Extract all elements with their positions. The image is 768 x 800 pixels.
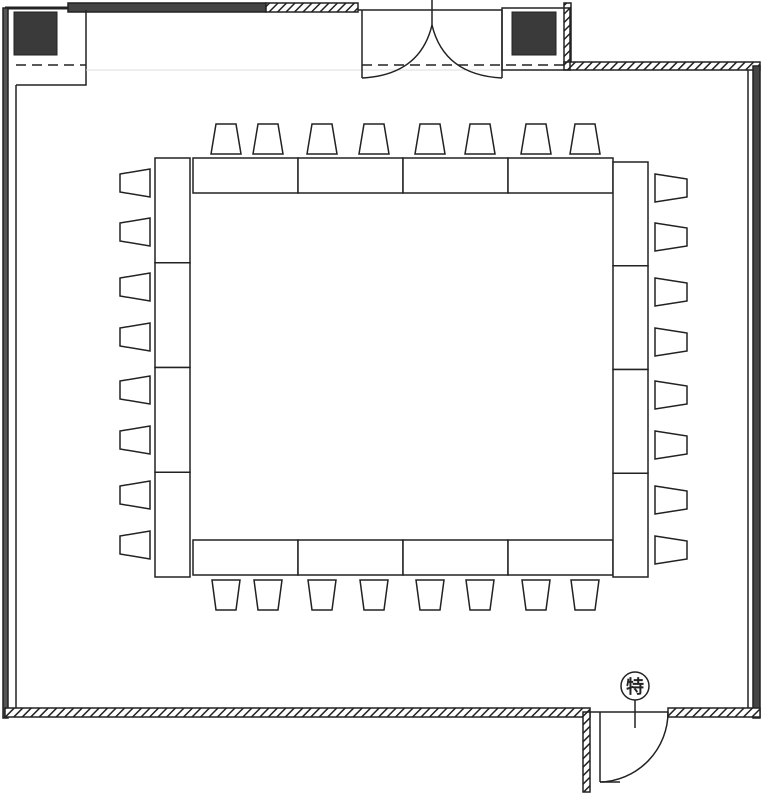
table-bottom (297, 539, 404, 576)
chair-bottom (521, 579, 551, 611)
table-top (507, 157, 614, 194)
door-swing-left (361, 24, 433, 79)
table-left (154, 366, 191, 473)
chair-left (119, 272, 151, 302)
chair-top (358, 123, 390, 155)
chair-top (520, 123, 552, 155)
chair-top (252, 123, 284, 155)
chair-left (119, 375, 151, 405)
chair-right (654, 173, 688, 203)
structural-columns (13, 7, 571, 71)
chair-left (119, 322, 151, 352)
chair-top (569, 123, 601, 155)
table-bottom (192, 539, 299, 576)
chair-left (119, 425, 151, 455)
bottom-wall-hatched (4, 707, 591, 718)
table-right (612, 265, 649, 371)
chair-right (654, 430, 688, 460)
tables (154, 157, 649, 578)
chair-left (119, 217, 151, 247)
door-swing-right (431, 24, 503, 79)
corridor-wall-hatched (582, 711, 591, 793)
double-door[interactable] (361, 0, 503, 79)
chair-left (119, 530, 151, 560)
left-wall (2, 7, 9, 719)
table-bottom (402, 539, 509, 576)
table-bottom (507, 539, 614, 576)
table-top (192, 157, 299, 194)
table-left (154, 262, 191, 369)
chair-top (414, 123, 446, 155)
column (511, 11, 557, 56)
walls (2, 2, 761, 793)
room-label: 特 (620, 671, 650, 728)
table-right (612, 161, 649, 267)
chair-bottom (307, 579, 337, 611)
table-left (154, 157, 191, 264)
chair-bottom (465, 579, 495, 611)
bottom-right-wall-hatched (667, 707, 761, 718)
chair-bottom (253, 579, 283, 611)
column (13, 11, 58, 56)
chair-left (119, 168, 151, 198)
room-label-text: 特 (626, 676, 644, 698)
table-left (154, 471, 191, 578)
right-wall (752, 65, 761, 719)
side-door[interactable] (599, 711, 669, 783)
chair-top (306, 123, 338, 155)
door-swing (599, 711, 669, 783)
chair-right (654, 485, 688, 515)
chair-right (654, 277, 688, 307)
chair-bottom (211, 579, 241, 611)
chair-top (210, 123, 242, 155)
top-wall-solid (67, 2, 267, 13)
table-top (297, 157, 404, 194)
chair-right (654, 327, 688, 357)
chair-bottom (359, 579, 389, 611)
chairs (119, 123, 688, 611)
table-right (612, 472, 649, 578)
chair-right (654, 535, 688, 565)
chair-bottom (415, 579, 445, 611)
chair-top (464, 123, 496, 155)
chair-left (119, 480, 151, 510)
table-right (612, 368, 649, 474)
top-wall-hatched (265, 2, 359, 13)
right-top-wall-hatched (563, 61, 761, 71)
chair-right (654, 380, 688, 410)
table-top (402, 157, 509, 194)
chair-bottom (570, 579, 600, 611)
chair-right (654, 222, 688, 252)
